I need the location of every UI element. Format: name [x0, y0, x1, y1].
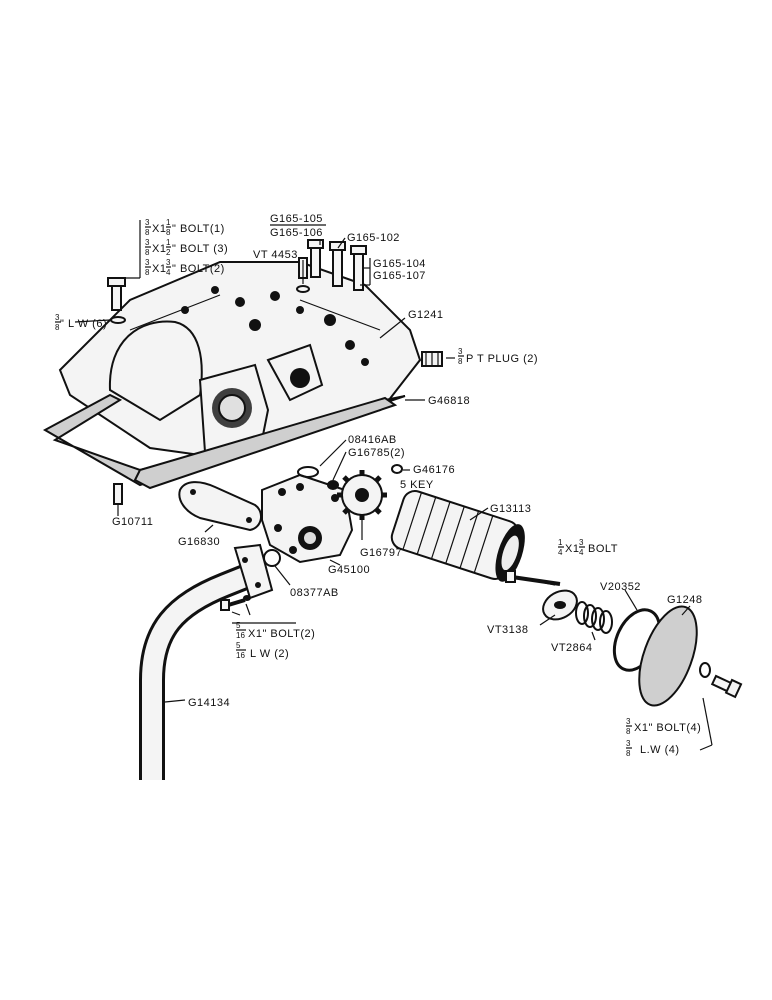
- pt-plug-desc: P T PLUG (2): [466, 353, 538, 365]
- label-lw-4: 3 8 L.W (4): [626, 739, 680, 758]
- leader-lines: [74, 220, 713, 751]
- frac-den: 4: [166, 268, 171, 277]
- washer-g46176: [391, 464, 403, 474]
- valve-housing-g1241: [58, 261, 422, 457]
- label-08377ab: 08377AB: [290, 587, 339, 599]
- bolt-rear: [710, 674, 743, 699]
- frac-num: 3: [626, 717, 631, 726]
- bolt14-desc: BOLT: [588, 543, 618, 555]
- frac-num: 3: [145, 238, 150, 247]
- frac-num: 3: [145, 218, 150, 227]
- bolt-1-size: X1: [152, 223, 166, 235]
- lw4-desc: L.W (4): [640, 744, 680, 756]
- frac-num: 3: [458, 347, 463, 356]
- bolt-3-size: X1: [152, 243, 166, 255]
- label-vt4453: VT 4453: [253, 249, 298, 261]
- label-g165-107: G165-107: [373, 270, 426, 282]
- frac-den: 8: [166, 228, 171, 237]
- spring-vt2864: [575, 601, 613, 634]
- label-bolt-2: 3 8 X1 3 4 " BOLT(2): [145, 258, 225, 277]
- frac-den: 16: [236, 651, 245, 660]
- oring-08416ab: [297, 466, 319, 478]
- bolt4-desc: X1" BOLT(4): [634, 722, 701, 734]
- frac-num: 1: [166, 218, 171, 227]
- pipe-plug: [421, 351, 443, 367]
- disk-vt3138: [542, 589, 578, 621]
- bolt-2-size: X1: [152, 263, 166, 275]
- filter-bolt: [505, 570, 561, 586]
- label-bolt-3: 3 8 X1 1 2 " BOLT (3): [145, 238, 228, 257]
- pump-g45100: [261, 473, 354, 564]
- label-bolt-4: 3 8 X1" BOLT(4): [626, 717, 701, 736]
- frac-den: 8: [626, 727, 631, 736]
- frac-num: 1: [166, 238, 171, 247]
- frac-den: 8: [55, 323, 60, 332]
- label-g45100: G45100: [328, 564, 370, 576]
- label-vt2864: VT2864: [551, 642, 593, 654]
- frac-den: 8: [458, 357, 463, 366]
- frac-den: 2: [166, 248, 171, 257]
- label-v20352: V20352: [600, 581, 641, 593]
- bolt-1-desc: " BOLT(1): [172, 223, 225, 235]
- lw6-desc: " L W (6): [60, 318, 107, 330]
- label-g1248: G1248: [667, 594, 703, 606]
- label-5-key: 5 KEY: [400, 479, 434, 491]
- label-g46818: G46818: [428, 395, 470, 407]
- frac-den: 8: [626, 749, 631, 758]
- filter-g13113: [390, 490, 525, 582]
- washer-g16785: [327, 480, 339, 490]
- lw516-desc: L W (2): [250, 648, 289, 660]
- bolt14-size: X1: [565, 543, 579, 555]
- frac-num: 5: [236, 641, 241, 650]
- frac-den: 8: [145, 248, 150, 257]
- cover-plate-g16830: [178, 481, 262, 532]
- dowel-g10711: [113, 483, 123, 505]
- frac-den: 16: [236, 631, 245, 640]
- label-g165-102: G165-102: [347, 232, 400, 244]
- label-lw-516: 5 16 L W (2): [236, 641, 289, 660]
- label-g16830: G16830: [178, 536, 220, 548]
- bolt516-desc: X1" BOLT(2): [248, 628, 315, 640]
- oring-08377ab: [263, 549, 281, 567]
- gear-g16797: [337, 470, 387, 520]
- label-pt-plug: 3 8 P T PLUG (2): [458, 347, 538, 366]
- cover-g1248: [638, 605, 698, 707]
- frac-num: 3: [579, 538, 584, 547]
- label-g165-105: G165-105: [270, 213, 323, 225]
- frac-den: 4: [558, 548, 563, 557]
- frac-den: 4: [579, 548, 584, 557]
- label-bolt-1: 3 8 X1 1 8 " BOLT(1): [145, 218, 225, 237]
- label-g10711: G10711: [112, 516, 153, 528]
- label-g13113: G13113: [490, 503, 531, 515]
- label-08416ab: 08416AB: [348, 434, 397, 446]
- washer-rear: [699, 662, 711, 678]
- frac-num: 3: [145, 258, 150, 267]
- frac-den: 8: [145, 228, 150, 237]
- label-g14134: G14134: [188, 697, 230, 709]
- label-bolt-516: 5 16 X1" BOLT(2): [236, 621, 315, 640]
- frac-num: 3: [166, 258, 171, 267]
- frac-num: 3: [626, 739, 631, 748]
- bolt-3-desc: " BOLT (3): [172, 243, 228, 255]
- bolt-2-desc: " BOLT(2): [172, 263, 225, 275]
- label-g16785: G16785(2): [348, 447, 405, 459]
- label-g165-104: G165-104: [373, 258, 426, 270]
- top-bolts: [107, 239, 367, 324]
- tube-g14134: [139, 543, 274, 780]
- frac-num: 5: [236, 621, 241, 630]
- frac-num: 3: [55, 313, 60, 322]
- label-g46176: G46176: [413, 464, 455, 476]
- label-lw6: 3 8 " L W (6): [55, 313, 107, 332]
- frac-num: 1: [558, 538, 563, 547]
- label-g165-106: G165-106: [270, 227, 323, 239]
- gasket-g46818: [42, 393, 406, 490]
- label-bolt-14: 1 4 X1 3 4 BOLT: [558, 538, 618, 557]
- frac-den: 8: [145, 268, 150, 277]
- label-vt3138: VT3138: [487, 624, 529, 636]
- flange-bolt: [220, 595, 251, 611]
- label-g16797: G16797: [360, 547, 402, 559]
- label-g1241: G1241: [408, 309, 444, 321]
